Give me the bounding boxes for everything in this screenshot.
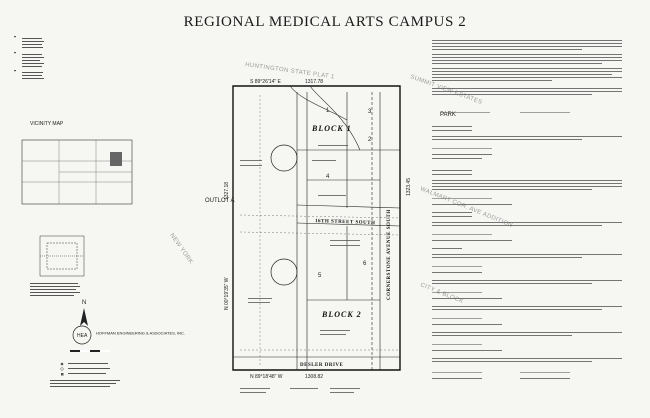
adjacent-plat-top: HUNTINGTON STATE PLAT 1: [245, 62, 336, 81]
road-desler-drive: DESLER DRIVE: [300, 363, 344, 368]
certification-text: [432, 40, 622, 379]
bearing-north: S 89°26'14" E: [250, 79, 282, 85]
block-2-label: BLOCK 2: [321, 310, 362, 319]
block-1-label: BLOCK 1: [311, 124, 352, 133]
north-arrow: N: [80, 300, 88, 326]
svg-text:NEW YORK: NEW YORK: [168, 233, 193, 266]
lot-number: 2: [368, 137, 372, 143]
outlot-label: OUTLOT A: [205, 198, 235, 204]
distance-north: 1317.78: [305, 79, 323, 85]
lot-number: 5: [318, 273, 322, 279]
plat-annotations: [240, 145, 360, 393]
bearing-south: N 89°18'48" W: [250, 374, 283, 380]
legend-block: [14, 36, 44, 79]
lot-lines: [233, 85, 401, 370]
plat-title: REGIONAL MEDICAL ARTS CAMPUS 2: [183, 14, 467, 30]
lot-number: 4: [326, 174, 330, 180]
bearing-west: N 00°19'35" W: [224, 277, 230, 310]
svg-text:HEA: HEA: [77, 333, 88, 339]
symbol-legend: [50, 362, 120, 387]
vicinity-map: VICINITY MAP: [21, 121, 133, 205]
easement-detail: [39, 235, 85, 277]
road-16th-street: 16TH STREET SOUTH: [315, 219, 376, 226]
easement-notes: [30, 283, 80, 296]
plat-boundary: [232, 85, 401, 371]
north-arrow-letter: N: [82, 300, 86, 306]
distance-west: 1327.18: [224, 182, 230, 200]
scale-bar: [70, 350, 110, 352]
park-label: PARK: [440, 112, 456, 118]
adjacent-plat-right: SUMMIT VIEW ESTATES: [409, 74, 483, 106]
road-cornerstone-ave: CORNERSTONE AVENUE SOUTH: [387, 209, 392, 300]
distance-south: 1308.82: [305, 374, 323, 380]
cul-de-sacs: [270, 144, 298, 286]
distance-east: 1323.45: [406, 178, 412, 196]
lot-number: 6: [363, 261, 367, 267]
lot-number: 3: [368, 109, 372, 115]
adjacent-plat-right-low: CITY & BLOCK: [419, 282, 464, 305]
firm-logo: HEA: [72, 325, 92, 345]
firm-name: HOFFMAN ENGINEERING & ASSOCIATES, INC.: [96, 330, 185, 335]
easement-lines: [239, 95, 401, 365]
lot-number: 1: [326, 108, 330, 114]
vicinity-map-title: VICINITY MAP: [30, 121, 64, 127]
